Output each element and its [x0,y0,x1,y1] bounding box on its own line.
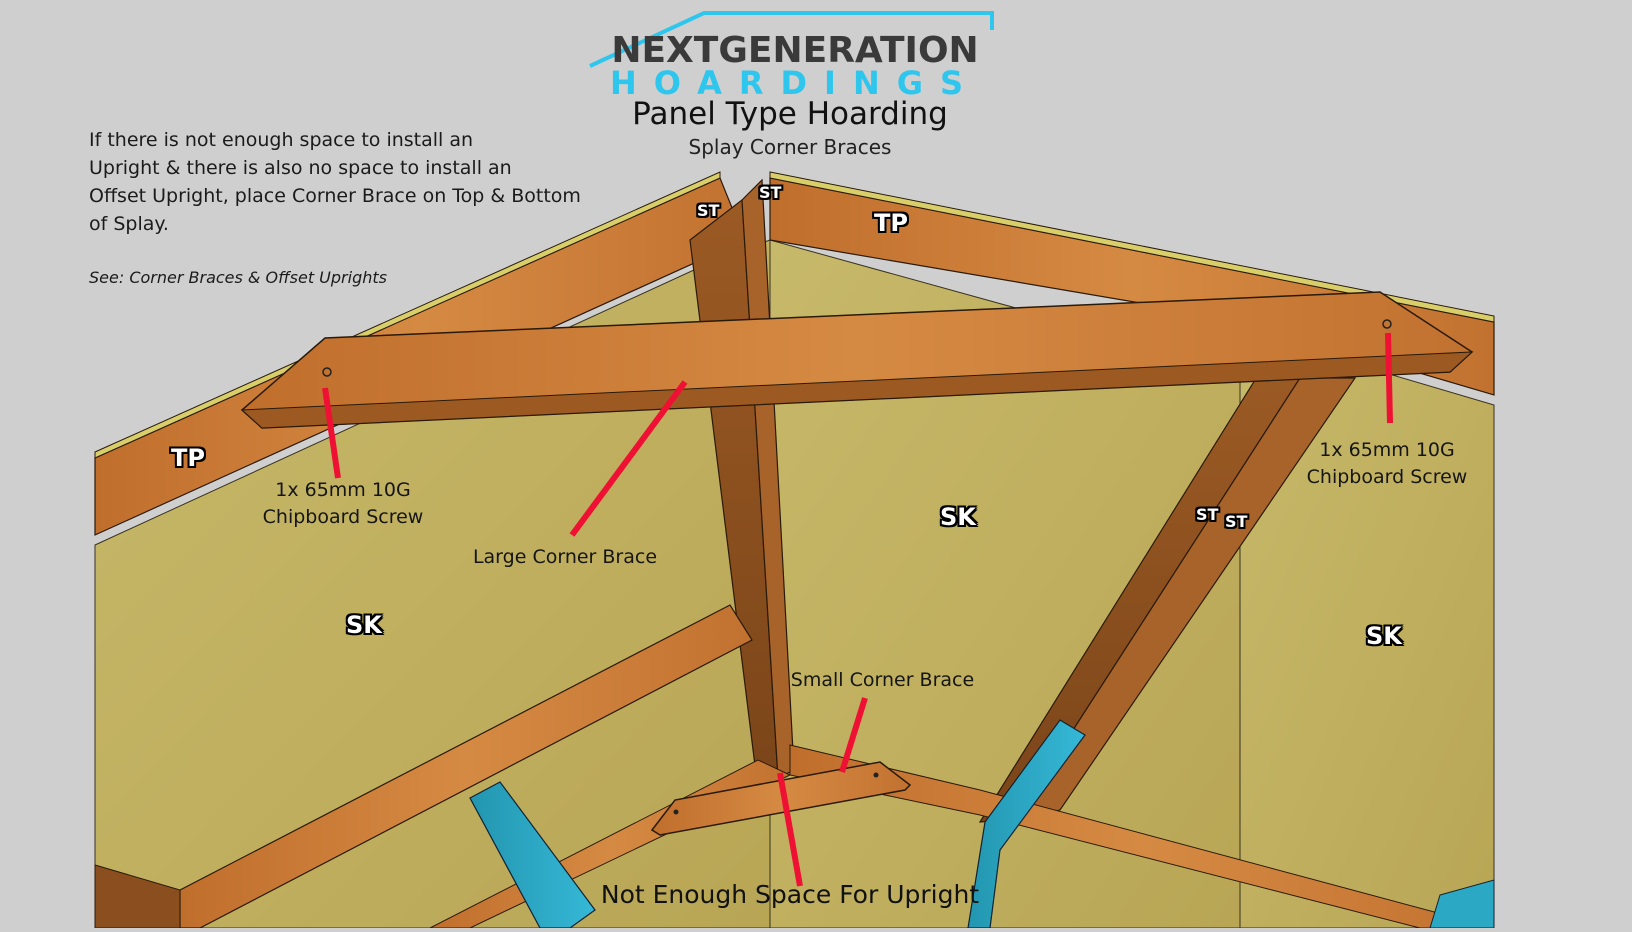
leader-small-brace [839,697,868,773]
small-brace-hole-left [673,809,679,815]
screw-label-left-line1: 1x 65mm 10G [275,479,411,501]
note-line: Offset Upright, place Corner Brace on To… [89,185,581,207]
leader-screw-left [322,387,341,479]
large-corner-brace-label: Large Corner Brace [472,546,658,568]
page-subtitle: Splay Corner Braces [688,135,892,159]
code-sk-left: SK [346,611,382,639]
screw-hole-right [1382,319,1392,329]
note-line: Upright & there is also no space to inst… [89,157,512,179]
screw-label-right-line1: 1x 65mm 10G [1319,439,1455,461]
code-tp-left: TP [171,444,205,472]
page-title: Panel Type Hoarding [632,96,948,132]
code-sk-right: SK [1366,622,1402,650]
code-sk-centre: SK [940,503,976,531]
code-st-1: ST [697,201,720,220]
top-plate-left-edge [94,171,721,459]
small-corner-brace-label: Small Corner Brace [790,669,975,691]
screw-hole-left [322,367,332,377]
logo-frame [589,11,994,68]
logo-wordmark-bottom: HOARDINGS [609,64,981,102]
top-plate-right-edge [769,171,1495,323]
screw-label-right: 1x 65mm 10G Chipboard Screw [1302,437,1472,491]
note-line: If there is not enough space to install … [89,129,474,151]
screw-label-right-line2: Chipboard Screw [1306,466,1468,488]
bracket-left [469,781,596,929]
logo-wordmark-top: NEXTGENERATION [611,30,979,71]
leader-lines [322,332,1393,887]
small-brace-hole-right [873,772,879,778]
large-corner-brace-underside [240,351,1474,429]
not-enough-space-label: Not Enough Space For Upright [600,880,980,909]
screw-label-left-line2: Chipboard Screw [262,506,424,528]
code-st-4: ST [1225,512,1248,531]
code-tp-right: TP [874,209,908,237]
leader-not-enough-space [777,772,803,887]
logo: NEXTGENERATION HOARDINGS [0,0,1632,110]
installation-note: If there is not enough space to install … [89,126,609,238]
note-line: of Splay. [89,213,169,235]
code-st-3: ST [1196,505,1219,524]
small-corner-brace [650,761,912,836]
leader-screw-right [1385,332,1393,424]
leader-large-brace [569,380,688,537]
see-reference: See: Corner Braces & Offset Uprights [89,268,387,287]
code-st-2: ST [759,183,782,202]
screw-label-left: 1x 65mm 10G Chipboard Screw [258,477,428,531]
